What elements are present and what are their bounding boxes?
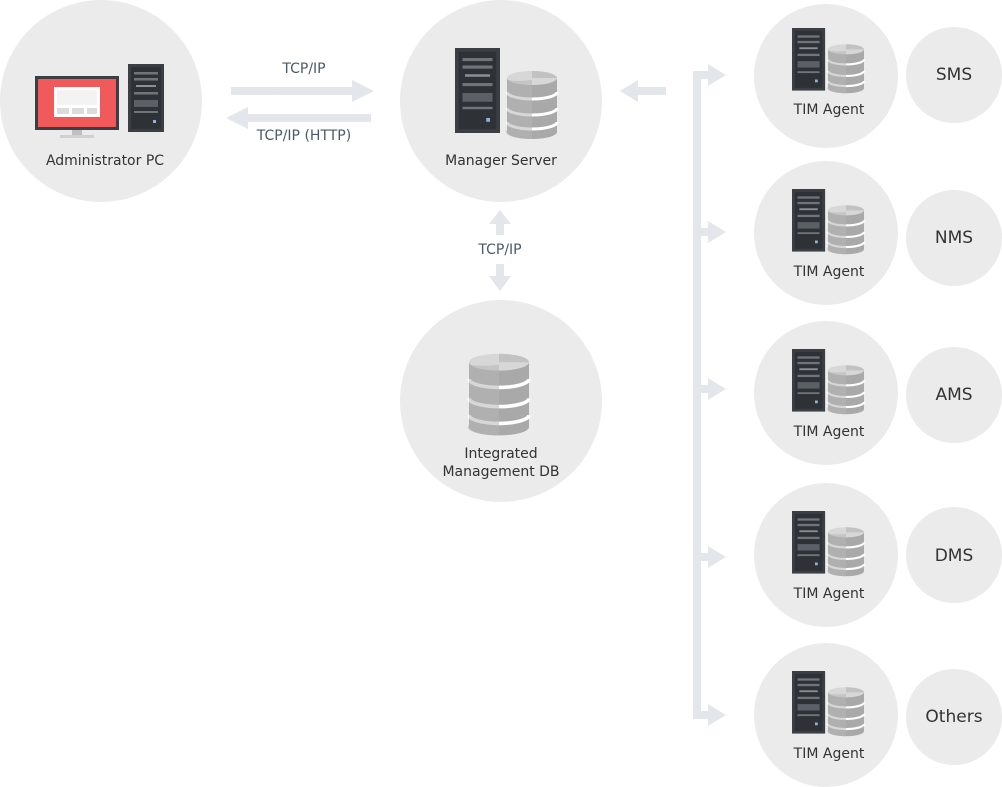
agent-node-3 [754,321,898,465]
agent-label-1: TIM Agent [793,102,865,118]
agent-db-icon-4 [826,526,866,578]
agent-bus [693,64,726,726]
arrow-admin-to-manager [231,80,374,102]
agent-server-icon-2 [792,189,826,252]
system-label-others: Others [925,707,983,727]
integrated-db-label-line1: Integrated [464,446,538,462]
agent-label-3: TIM Agent [793,424,865,440]
manager-server-icon [455,48,500,133]
arrow-manager-to-admin [226,107,371,129]
system-node-1 [906,27,1002,123]
agent-db-icon-2 [826,204,866,256]
arrow-manager-db [489,210,511,291]
monitor-icon [35,76,119,138]
agent-label-5: TIM Agent [793,746,865,762]
system-label-dms: DMS [934,546,974,566]
agent-db-icon-1 [826,43,866,95]
system-label-nms: NMS [934,228,974,248]
system-label-ams: AMS [935,385,973,405]
agent-server-icon-3 [792,349,826,412]
system-node-5 [906,669,1002,765]
system-node-2 [906,190,1002,286]
agent-node-5 [754,643,898,787]
system-node-3 [906,347,1002,443]
agent-node-1 [754,4,898,148]
edge-label-admin-to-manager: TCP/IP [282,61,326,77]
integrated-db-label-line2: Management DB [442,464,560,480]
agent-label-4: TIM Agent [793,586,865,602]
agent-server-icon-4 [792,511,826,574]
edge-label-manager-to-admin: TCP/IP (HTTP) [256,128,352,144]
pc-tower-icon [128,64,164,132]
agent-label-2: TIM Agent [793,264,865,280]
agent-db-icon-3 [826,364,866,416]
agent-node-4 [754,483,898,627]
manager-server-node [400,0,602,202]
arrow-agents-to-manager [620,80,666,102]
administrator-pc-label: Administrator PC [45,153,165,169]
manager-db-icon [504,69,559,141]
system-node-4 [906,507,1002,603]
edge-label-manager-db: TCP/IP [478,242,522,258]
integrated-db-icon [465,351,531,438]
manager-server-label: Manager Server [445,153,557,169]
agent-db-icon-5 [826,686,866,738]
system-label-sms: SMS [935,65,973,85]
agent-node-2 [754,161,898,305]
agent-server-icon-5 [792,671,826,734]
agent-server-icon-1 [792,28,826,91]
